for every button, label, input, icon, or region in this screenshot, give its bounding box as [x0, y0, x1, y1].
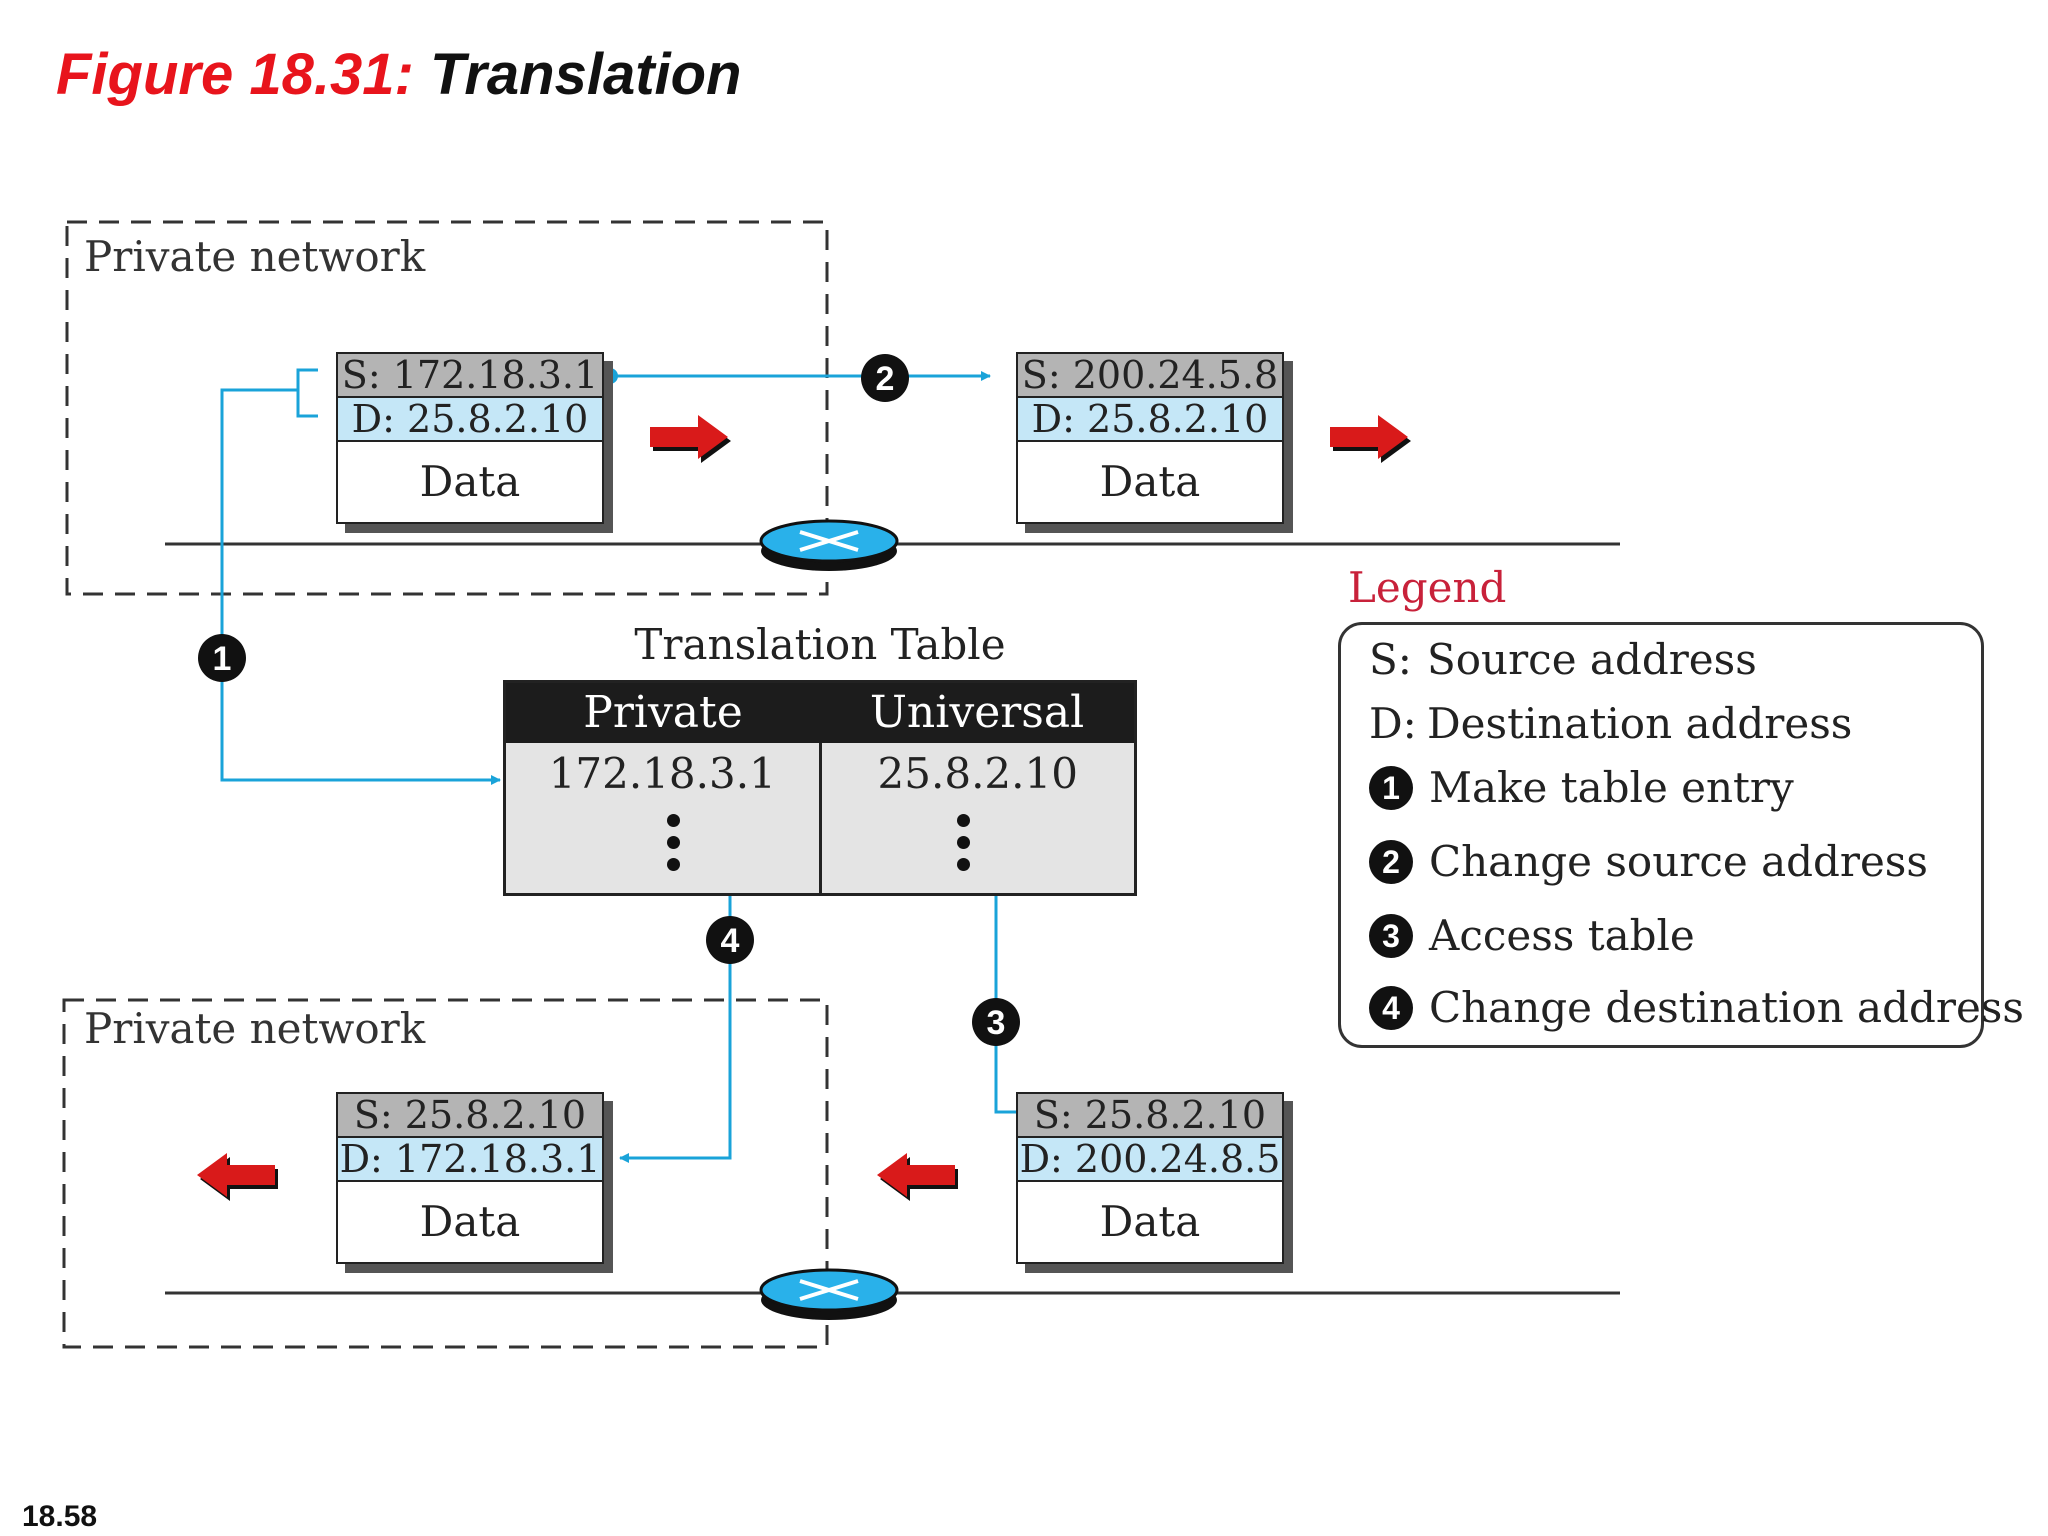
- translation-table: Private Universal 172.18.3.1 25.8.2.10: [503, 680, 1137, 896]
- packet-destination: D: 25.8.2.10: [338, 398, 602, 442]
- packet-data: Data: [1099, 457, 1201, 506]
- packet-data: Data: [419, 1197, 521, 1246]
- legend-title: Legend: [1348, 563, 1507, 612]
- table-row: 172.18.3.1 25.8.2.10: [506, 743, 1134, 893]
- legend-text: Source address: [1427, 635, 1757, 684]
- legend-item: D: Destination address: [1369, 699, 1852, 748]
- router-icon: [759, 519, 899, 571]
- legend-item: 2 Change source address: [1369, 837, 1928, 886]
- svg-text:3: 3: [987, 1004, 1006, 1042]
- packet-destination: D: 200.24.8.5: [1018, 1137, 1282, 1182]
- legend-text: Change source address: [1429, 837, 1928, 886]
- legend-text: Change destination address: [1429, 983, 2024, 1032]
- packet-destination: D: 172.18.3.1: [338, 1137, 602, 1182]
- packet-data: Data: [1099, 1197, 1201, 1246]
- table-header: Private Universal: [506, 683, 1134, 743]
- figure-number: Figure 18.31:: [56, 42, 414, 107]
- step-badge-4: 4: [706, 916, 754, 964]
- page-number: 18.58: [22, 1500, 98, 1533]
- legend-text: Destination address: [1427, 699, 1853, 748]
- packet-source: S: 172.18.3.1: [338, 354, 602, 398]
- private-network-label-top: Private network: [84, 232, 426, 281]
- packet-top-private: S: 172.18.3.1 D: 25.8.2.10 Data: [336, 352, 604, 524]
- cell-private: 172.18.3.1: [548, 749, 776, 798]
- packet-top-public: S: 200.24.5.8 D: 25.8.2.10 Data: [1016, 352, 1284, 524]
- svg-text:4: 4: [721, 922, 740, 960]
- header-universal: Universal: [869, 687, 1085, 738]
- svg-text:1: 1: [213, 640, 232, 678]
- ellipsis-dots-icon: [957, 814, 973, 880]
- step-badge-3: 3: [972, 998, 1020, 1046]
- flow-line-step1: [220, 368, 500, 780]
- legend-item: 3 Access table: [1369, 911, 1695, 960]
- step-badge-icon: 3: [1369, 913, 1413, 958]
- step-badge-icon: 4: [1369, 985, 1413, 1030]
- legend-box: S: Source address D: Destination address…: [1338, 622, 2024, 1048]
- packet-source: S: 25.8.2.10: [338, 1094, 602, 1138]
- svg-text:2: 2: [876, 360, 895, 398]
- packet-source: S: 25.8.2.10: [1018, 1094, 1282, 1138]
- private-network-label-bottom: Private network: [84, 1004, 426, 1053]
- direction-arrow-right: [650, 415, 731, 463]
- ellipsis-dots-icon: [667, 814, 683, 880]
- legend-key: S:: [1369, 635, 1412, 684]
- direction-arrow-right: [1330, 415, 1411, 463]
- figure-title: Figure 18.31: Translation: [56, 40, 742, 110]
- translation-table-caption: Translation Table: [634, 620, 1006, 669]
- packet-bottom-public: S: 25.8.2.10 D: 200.24.8.5 Data: [1016, 1092, 1284, 1264]
- packet-bottom-private: S: 25.8.2.10 D: 172.18.3.1 Data: [336, 1092, 604, 1264]
- header-private: Private: [583, 687, 743, 738]
- legend-text: Access table: [1429, 911, 1695, 960]
- legend-item: 1 Make table entry: [1369, 763, 1794, 812]
- legend-item: S: Source address: [1369, 635, 1757, 684]
- private-network-box-top: [65, 220, 829, 596]
- packet-data: Data: [419, 457, 521, 506]
- legend-key: D:: [1369, 699, 1417, 748]
- private-network-box-bottom: [62, 998, 829, 1349]
- step-badge-icon: 1: [1369, 765, 1413, 810]
- packet-destination: D: 25.8.2.10: [1018, 398, 1282, 442]
- direction-arrow-left: [877, 1153, 958, 1201]
- legend-item: 4 Change destination address: [1369, 983, 2024, 1032]
- step-badge-2: 2: [861, 354, 909, 402]
- legend-text: Make table entry: [1429, 763, 1794, 812]
- figure-name: Translation: [429, 42, 742, 107]
- step-badge-icon: 2: [1369, 839, 1413, 884]
- cell-universal: 25.8.2.10: [818, 743, 1135, 893]
- direction-arrow-left: [197, 1153, 278, 1201]
- step-badge-1: 1: [198, 634, 246, 682]
- router-icon: [759, 1268, 899, 1320]
- packet-source: S: 200.24.5.8: [1018, 354, 1282, 398]
